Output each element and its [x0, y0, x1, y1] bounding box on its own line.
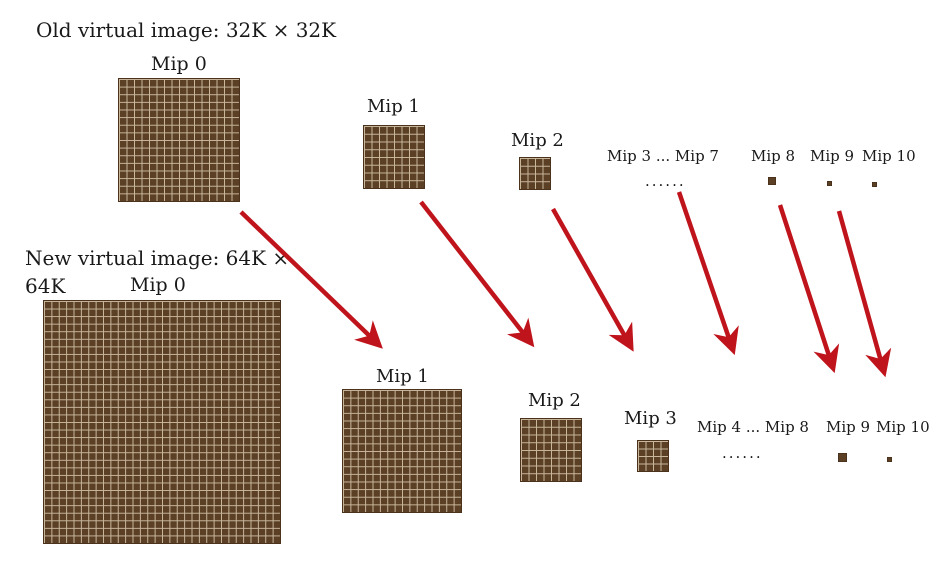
arrow-old-mip1-to-new-mip2 [419, 200, 535, 348]
new-mip3-tile [637, 440, 669, 472]
new-mip4-8-dots: ...... [722, 444, 763, 462]
new-mip4-8-label: Mip 4 ... Mip 8 [697, 418, 809, 436]
new-mip10-label: Mip 10 [876, 418, 930, 436]
old-mip0-label: Mip 0 [151, 53, 207, 75]
old-mip9-tile [827, 181, 832, 186]
new-mip0-label: Mip 0 [130, 274, 186, 296]
new-image-title-line2: 64K [25, 274, 66, 298]
old-mip1-tile [363, 125, 425, 189]
new-mip0-tile [43, 300, 281, 544]
old-mip8-tile [768, 177, 776, 185]
new-mip9-tile [838, 453, 847, 462]
new-mip10-tile [887, 457, 892, 462]
old-mip10-tile [872, 182, 877, 187]
new-mip1-label: Mip 1 [376, 366, 429, 387]
old-mip3-7-label: Mip 3 ... Mip 7 [607, 147, 719, 165]
old-mip10-label: Mip 10 [862, 147, 916, 165]
arrow-old-mip0-to-new-mip1 [239, 210, 383, 349]
old-mip3-7-dots: ...... [645, 172, 686, 190]
new-mip1-tile [342, 389, 462, 513]
old-mip9-label: Mip 9 [810, 147, 855, 165]
old-mip0-tile [118, 78, 240, 202]
new-mip2-label: Mip 2 [528, 390, 581, 411]
new-mip9-label: Mip 9 [826, 418, 871, 436]
new-mip2-tile [520, 418, 582, 482]
arrow-old-mip9-to-new-mip10 [836, 210, 892, 378]
new-image-title-line1: New virtual image: 64K × [25, 246, 290, 270]
arrow-old-mip2-to-new-mip3 [551, 207, 634, 352]
old-image-title: Old virtual image: 32K × 32K [36, 18, 337, 42]
old-mip2-label: Mip 2 [511, 130, 564, 151]
old-mip8-label: Mip 8 [751, 147, 796, 165]
arrow-old-mip3-7-to-new-mip4-8 [676, 191, 739, 356]
new-mip3-label: Mip 3 [624, 408, 677, 429]
old-mip1-label: Mip 1 [367, 96, 420, 117]
arrow-old-mip8-to-new-mip9 [777, 204, 840, 374]
old-mip2-tile [519, 157, 551, 190]
